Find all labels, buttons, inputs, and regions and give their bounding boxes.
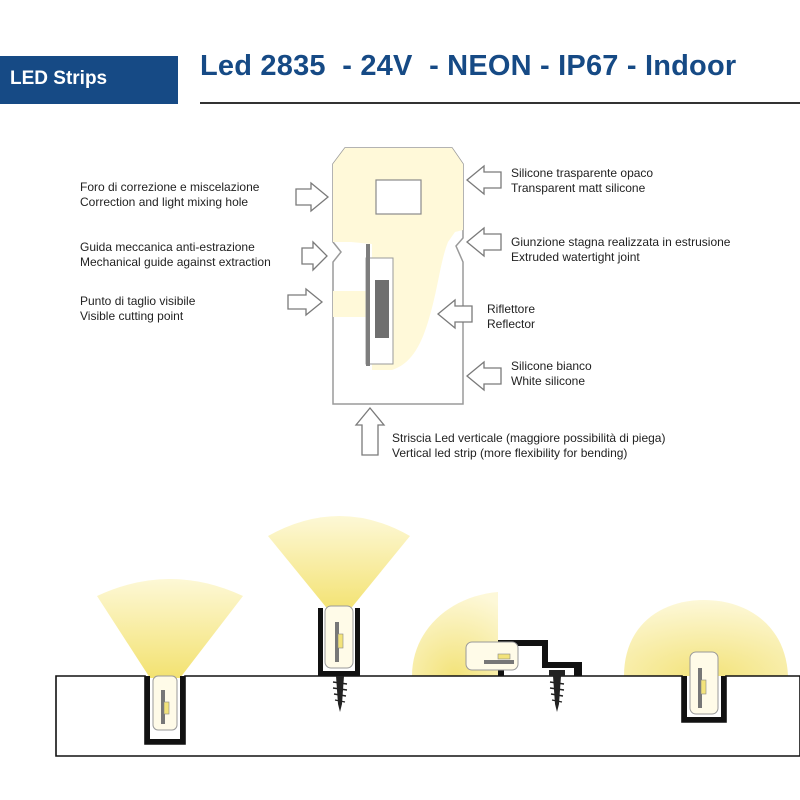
arrow-hole-icon — [295, 181, 330, 213]
label-reflector-en: Reflector — [487, 317, 536, 331]
label-mixing-hole: Foro di correzione e miscelazione Correc… — [80, 180, 259, 210]
label-mechanical-guide: Guida meccanica anti-estrazione Mechanic… — [80, 240, 271, 270]
screw-center-icon — [336, 676, 344, 712]
transparent-silicone-area — [333, 148, 463, 370]
label-cutting-point-en: Visible cutting point — [80, 309, 184, 323]
vertical-led-strip — [366, 244, 370, 366]
label-watertight-joint-en: Extruded watertight joint — [511, 250, 640, 264]
arrow-silicone-icon — [465, 164, 502, 196]
beam-recessed-right — [624, 600, 788, 676]
label-mechanical-guide-en: Mechanical guide against extraction — [80, 255, 271, 269]
label-mixing-hole-en: Correction and light mixing hole — [80, 195, 249, 209]
label-white-silicone-en: White silicone — [511, 374, 586, 388]
label-cutting-point: Punto di taglio visibile Visible cutting… — [80, 294, 195, 324]
label-cutting-point-it: Punto di taglio visibile — [80, 294, 196, 308]
screw-side-icon — [553, 676, 561, 712]
arrow-guide-icon — [301, 240, 328, 272]
surface-channel-center — [318, 605, 360, 712]
callout-arrows — [287, 164, 502, 456]
label-transparent-silicone-en: Transparent matt silicone — [511, 181, 646, 195]
title-divider — [200, 102, 800, 104]
mixing-hole — [375, 179, 422, 215]
arrow-strip-icon — [354, 406, 386, 456]
recessed-channel-left — [145, 675, 185, 744]
arrow-cut-icon — [287, 287, 324, 317]
label-vertical-led-strip-it: Striscia Led verticale (maggiore possibi… — [392, 431, 666, 445]
side-mount-bracket — [465, 640, 582, 712]
installation-examples — [55, 516, 800, 757]
beam-surface-center — [268, 516, 410, 612]
beam-recessed-left — [97, 579, 243, 678]
label-transparent-silicone: Silicone trasparente opaco Transparent m… — [511, 166, 653, 196]
category-badge: LED Strips — [0, 56, 178, 104]
led-chip — [375, 280, 389, 338]
label-vertical-led-strip-en: Vertical led strip (more flexibility for… — [392, 446, 628, 460]
label-transparent-silicone-it: Silicone trasparente opaco — [511, 166, 654, 180]
label-white-silicone-it: Silicone bianco — [511, 359, 592, 373]
arrow-joint-icon — [465, 226, 502, 258]
profile-cross-section — [332, 147, 464, 405]
label-mechanical-guide-it: Guida meccanica anti-estrazione — [80, 240, 255, 254]
label-mixing-hole-it: Foro di correzione e miscelazione — [80, 180, 260, 194]
label-white-silicone: Silicone bianco White silicone — [511, 359, 592, 389]
arrow-white-icon — [465, 360, 502, 392]
category-badge-label: LED Strips — [10, 68, 108, 89]
arrow-reflector-icon — [436, 298, 473, 330]
recessed-channel-right — [682, 651, 726, 722]
page-title: Led 2835 - 24V - NEON - IP67 - Indoor — [200, 50, 737, 82]
label-reflector-it: Riflettore — [487, 302, 536, 316]
label-watertight-joint: Giunzione stagna realizzata in estrusion… — [511, 235, 730, 265]
label-vertical-led-strip: Striscia Led verticale (maggiore possibi… — [392, 431, 665, 461]
label-watertight-joint-it: Giunzione stagna realizzata in estrusion… — [511, 235, 731, 249]
label-reflector: Riflettore Reflector — [487, 302, 535, 332]
